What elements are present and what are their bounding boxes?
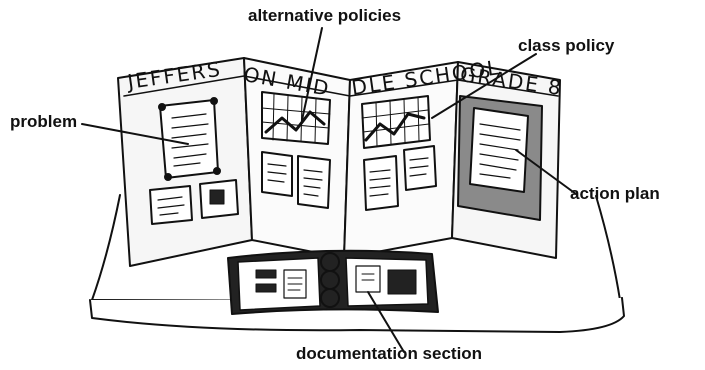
class-policy-chart [361, 95, 431, 149]
table-front [89, 297, 625, 333]
panel-3-doc-b [403, 145, 437, 191]
problem-document [158, 97, 221, 181]
action-plan-document [469, 107, 529, 193]
leader-line-class-policy [431, 53, 537, 119]
leader-line-documentation-section [367, 291, 405, 353]
panel-1-small-doc-a [149, 185, 193, 225]
label-alternative-policies: alternative policies [248, 6, 402, 25]
leader-line-alternative-policies [301, 27, 323, 121]
leader-line-problem [81, 123, 189, 145]
panel-3-doc-a [363, 155, 399, 211]
documentation-binder [227, 249, 439, 315]
label-action-plan: action plan [570, 184, 660, 203]
panel-2-doc-a [261, 151, 293, 197]
label-class-policy: class policy [518, 36, 615, 55]
leader-line-action-plan [515, 149, 577, 195]
panel-2-doc-b [297, 155, 331, 209]
label-documentation-section: documentation section [296, 344, 483, 363]
label-problem: problem [10, 112, 78, 131]
alternative-policies-chart [261, 91, 331, 145]
